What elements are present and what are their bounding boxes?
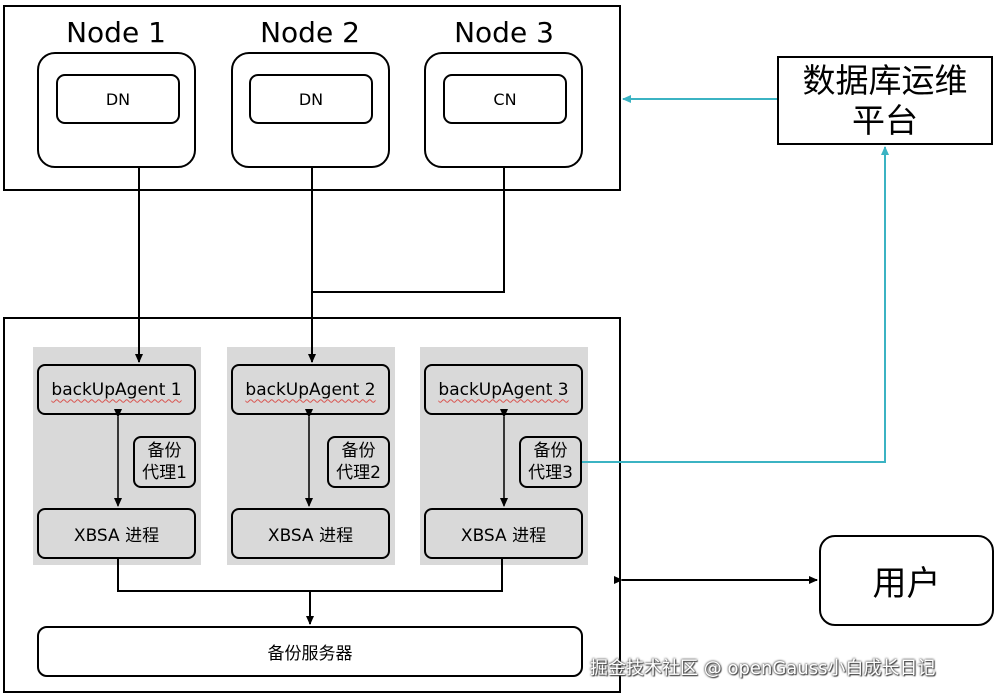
node-2-role-label: DN: [298, 89, 324, 109]
backup-proxy-1-line1: 备份: [147, 441, 182, 461]
xbsa-process-1: XBSA 进程: [37, 508, 196, 559]
backup-server-label: 备份服务器: [267, 644, 353, 664]
backup-agent-3-label: backUpAgent 3: [438, 379, 569, 400]
user-box: 用户: [819, 535, 994, 626]
backup-proxy-1: 备份 代理1: [133, 436, 196, 488]
node-3-role-label: CN: [493, 89, 517, 109]
node-2-title: Node 2: [260, 16, 360, 49]
watermark-text: 掘金技术社区 @ openGauss小白成长日记: [590, 658, 936, 679]
user-label: 用户: [872, 564, 941, 604]
backup-proxy-3-line2: 代理3: [528, 463, 573, 483]
xbsa-bus-line: [117, 559, 503, 592]
xbsa-process-1-label: XBSA 进程: [73, 526, 160, 546]
backup-server: 备份服务器: [37, 626, 583, 677]
node3-to-agent2-line: [312, 168, 505, 293]
xbsa-process-3: XBSA 进程: [424, 508, 583, 559]
node-3-title: Node 3: [454, 16, 554, 49]
node-3-role: CN: [443, 74, 567, 124]
backup-proxy-2: 备份 代理2: [327, 436, 390, 488]
node-1-role: DN: [56, 74, 180, 124]
backup-proxy-1-line2: 代理1: [142, 463, 187, 483]
xbsa-process-3-label: XBSA 进程: [460, 526, 547, 546]
backup-proxy-2-line1: 备份: [341, 441, 376, 461]
xbsa-process-2: XBSA 进程: [231, 508, 390, 559]
ops-platform-line1: 数据库运维: [802, 60, 968, 100]
node-2-role: DN: [249, 74, 373, 124]
backup-proxy-3-line1: 备份: [533, 441, 568, 461]
node-1-title: Node 1: [66, 16, 166, 49]
backup-agent-1: backUpAgent 1: [37, 364, 196, 415]
proxy3-to-ops-arrow: [582, 146, 889, 463]
ops-platform-box: 数据库运维 平台: [777, 56, 993, 145]
backup-proxy-3: 备份 代理3: [519, 436, 582, 488]
node-1-role-label: DN: [105, 89, 131, 109]
backup-agent-2-label: backUpAgent 2: [245, 379, 376, 400]
xbsa-process-2-label: XBSA 进程: [267, 526, 354, 546]
ops-platform-line2: 平台: [852, 100, 918, 140]
backup-proxy-2-line2: 代理2: [336, 463, 381, 483]
backup-agent-1-label: backUpAgent 1: [51, 379, 182, 400]
